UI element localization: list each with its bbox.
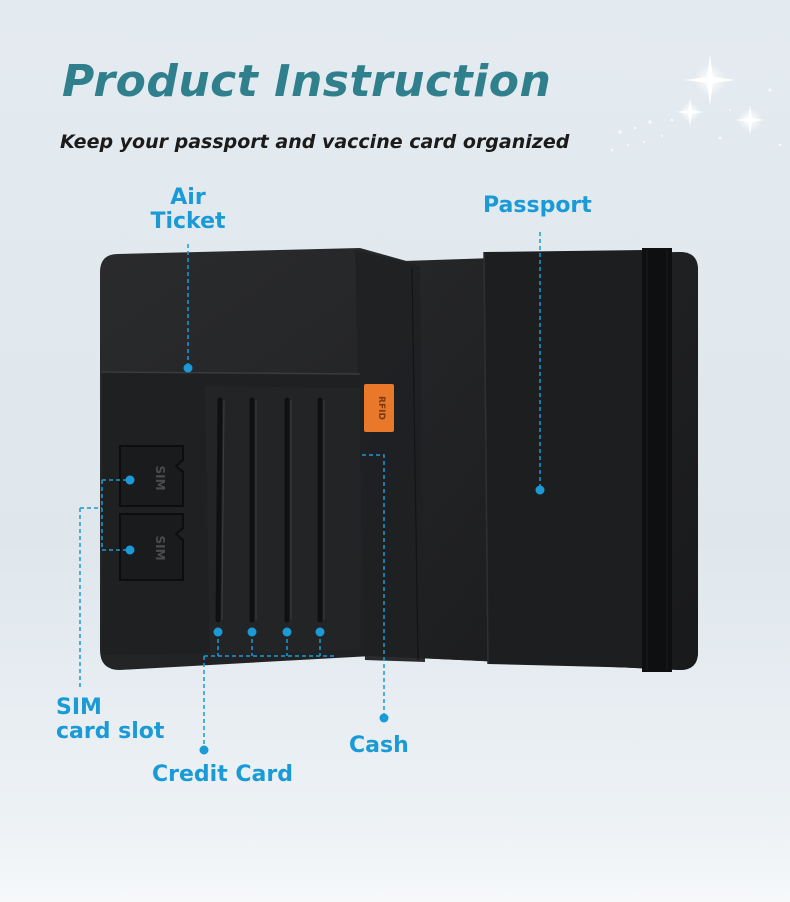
sim-card-slot-label: SIM card slot [56, 696, 164, 744]
sim-slot-upper: SIM [119, 445, 184, 507]
wallet-spine [355, 250, 425, 662]
air-ticket-label: Air Ticket [148, 186, 228, 234]
sim-label-line2: card slot [56, 719, 165, 744]
svg-text:RFID: RFID [376, 396, 386, 420]
rfid-tag: RFID [364, 384, 394, 432]
page-subtitle: Keep your passport and vaccine card orga… [60, 131, 570, 153]
passport-pocket [484, 250, 646, 668]
svg-text:SIM: SIM [153, 535, 167, 560]
svg-text:SIM: SIM [153, 465, 167, 490]
sim-slot-lower: SIM [119, 513, 184, 581]
air-ticket-label-line1: Air [170, 185, 206, 210]
page-title: Product Instruction [62, 56, 552, 107]
sparkle-decoration [610, 54, 782, 152]
card-slot-panel [205, 386, 360, 655]
credit-card-label: Credit Card [152, 762, 293, 787]
cash-label: Cash [349, 733, 409, 758]
cash-callout [362, 454, 385, 716]
sim-label-line1: SIM [56, 695, 102, 720]
passport-label: Passport [483, 193, 592, 218]
sim-callout [79, 479, 128, 690]
air-ticket-label-line2: Ticket [150, 209, 226, 234]
